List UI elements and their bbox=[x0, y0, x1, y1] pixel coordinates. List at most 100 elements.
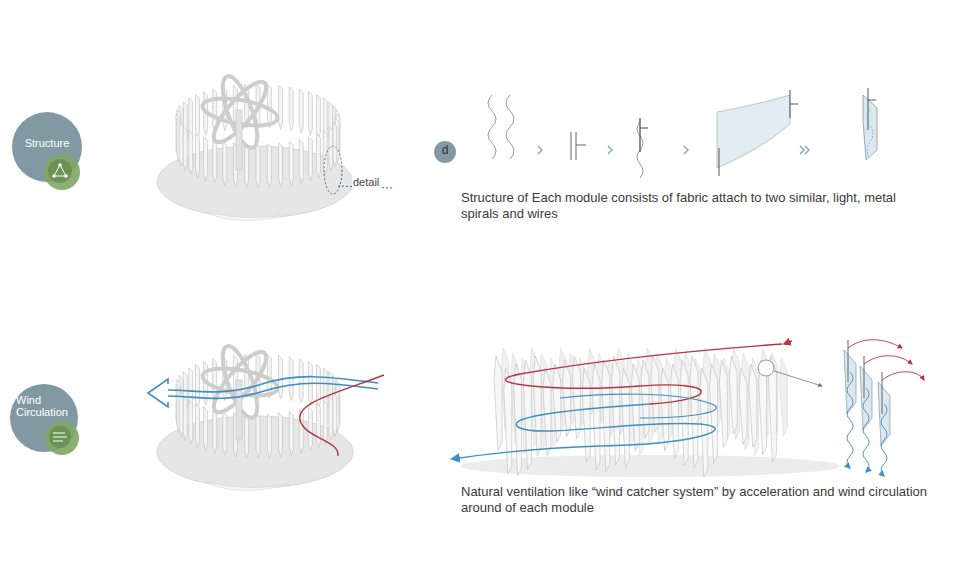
fabric-module bbox=[213, 409, 217, 453]
fabric-module bbox=[256, 144, 260, 188]
illustration-part bbox=[640, 118, 648, 152]
fabric-module bbox=[316, 134, 320, 178]
fabric-module bbox=[860, 366, 872, 430]
illustration-part bbox=[719, 90, 798, 176]
fabric-module bbox=[267, 414, 271, 458]
fabric-module bbox=[572, 356, 580, 439]
category-circle: d bbox=[434, 141, 456, 163]
fabric-module bbox=[189, 130, 193, 174]
fabric-module bbox=[316, 404, 320, 448]
fabric-module bbox=[494, 356, 502, 450]
fabric-module bbox=[183, 396, 187, 440]
fabric-module bbox=[523, 360, 531, 470]
illustration-part bbox=[844, 340, 924, 476]
caption-text: Structure of Each module consists of fab… bbox=[461, 190, 923, 222]
fabric-module bbox=[323, 400, 327, 444]
illustration-part bbox=[52, 174, 56, 178]
illustration-part bbox=[48, 159, 72, 183]
circle-label: d bbox=[434, 144, 456, 157]
illustration-part bbox=[758, 360, 774, 376]
wire bbox=[864, 356, 865, 398]
fabric-module bbox=[602, 360, 610, 472]
illustration-part bbox=[324, 146, 342, 194]
fabric-module bbox=[279, 413, 283, 457]
fabric-module bbox=[308, 407, 312, 451]
fabric-module bbox=[670, 364, 678, 459]
fabric-module bbox=[543, 368, 551, 456]
fabric-module bbox=[504, 368, 512, 474]
fabric-module bbox=[279, 85, 283, 129]
fabric-module bbox=[316, 94, 320, 138]
category-circle: Structure bbox=[12, 112, 82, 182]
detail-label: detail bbox=[352, 175, 380, 189]
illustration-part bbox=[205, 482, 290, 491]
circle-label: Wind Circulation bbox=[16, 394, 74, 418]
illustration-part bbox=[58, 163, 62, 167]
fabric-module bbox=[641, 360, 649, 438]
airflow-line bbox=[863, 388, 869, 472]
fabric-module bbox=[844, 350, 856, 414]
illustration-part bbox=[168, 383, 378, 398]
fabric-module bbox=[333, 122, 337, 166]
airflow-line bbox=[882, 372, 924, 380]
illustration-part bbox=[168, 377, 378, 392]
illustration-part bbox=[784, 341, 792, 344]
fabric-module bbox=[700, 368, 708, 477]
illustration-part bbox=[608, 146, 612, 154]
fabric-module bbox=[196, 364, 200, 408]
fabric-module bbox=[329, 396, 333, 440]
illustration-part bbox=[867, 110, 873, 158]
fabric-module bbox=[592, 364, 600, 470]
fabric-module bbox=[308, 137, 312, 181]
fabric-module bbox=[289, 141, 293, 185]
illustration-part bbox=[45, 421, 79, 455]
airflow-line bbox=[847, 372, 853, 468]
illustration-part bbox=[452, 404, 715, 459]
fabric-module bbox=[267, 144, 271, 188]
fabric-module bbox=[749, 364, 757, 447]
illustration-part bbox=[148, 379, 168, 407]
illustration-part bbox=[868, 88, 876, 130]
fabric-module bbox=[279, 355, 283, 399]
fabric-module bbox=[223, 141, 227, 185]
illustration-part bbox=[494, 348, 787, 477]
illustration-part bbox=[506, 344, 782, 404]
illustration-part bbox=[157, 342, 353, 490]
fabric-module bbox=[690, 356, 698, 468]
fabric-module bbox=[245, 144, 249, 188]
airflow-line bbox=[848, 340, 902, 348]
fabric-module bbox=[878, 382, 890, 446]
fabric-module bbox=[621, 368, 629, 468]
fabric-module bbox=[299, 89, 303, 133]
fabric-module bbox=[196, 134, 200, 178]
fabric-module bbox=[213, 139, 217, 183]
fabric-module bbox=[223, 411, 227, 455]
fabric-module bbox=[612, 356, 620, 465]
fabric-module bbox=[245, 414, 249, 458]
fabric-module bbox=[316, 364, 320, 408]
fabric-module bbox=[256, 414, 260, 458]
illustration-part bbox=[863, 95, 877, 160]
illustration-part bbox=[774, 371, 822, 386]
illustration-part bbox=[538, 146, 542, 154]
fabric-module bbox=[299, 359, 303, 403]
fabric-module bbox=[179, 122, 183, 166]
fabric-module bbox=[183, 126, 187, 170]
circle-label: Structure bbox=[12, 137, 82, 149]
category-circle: Wind Circulation bbox=[10, 384, 78, 452]
fabric-module bbox=[631, 364, 639, 451]
illustration-part bbox=[488, 95, 496, 159]
illustration-part bbox=[684, 146, 688, 154]
fabric-module bbox=[661, 368, 669, 451]
fabric-module bbox=[204, 407, 208, 451]
caption-text: Natural ventilation like “wind catcher s… bbox=[461, 484, 943, 516]
illustration-part bbox=[717, 95, 790, 168]
airflow-line bbox=[864, 356, 912, 364]
fabric-module bbox=[739, 368, 747, 444]
fabric-module bbox=[289, 87, 293, 131]
fabric-module bbox=[289, 411, 293, 455]
fabric-module bbox=[719, 360, 727, 447]
fabric-module bbox=[582, 368, 590, 462]
center-column bbox=[236, 110, 242, 170]
airflow-line bbox=[881, 404, 887, 476]
